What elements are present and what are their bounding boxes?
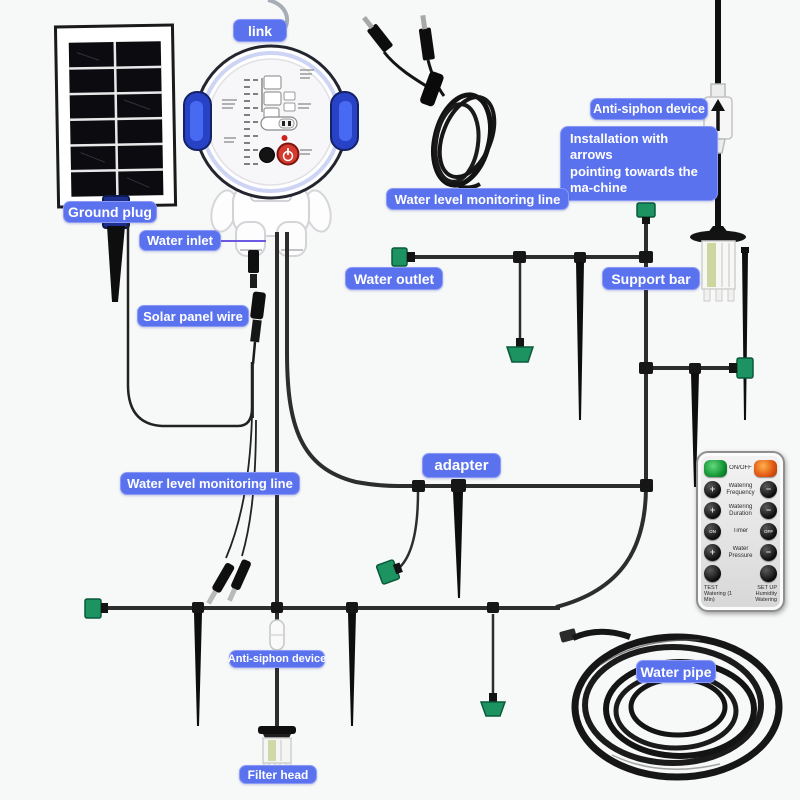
black-button-icon [259, 147, 275, 163]
ground-spikes [194, 247, 749, 726]
label-anti-siphon-device-top: Anti-siphon device [590, 98, 708, 120]
label-solar-panel-wire: Solar panel wire [137, 305, 249, 327]
remote-setup-button [760, 565, 777, 582]
inline-anti-siphon [269, 619, 285, 651]
label-water-inlet: Water inlet [139, 230, 221, 251]
status-led-icon [281, 135, 288, 141]
timer-control-panel [222, 69, 314, 166]
solar-panel [53, 23, 178, 209]
sprinkler-filter-head [690, 226, 746, 302]
power-button-icon [276, 142, 300, 166]
remote-off-button: OFF [760, 523, 777, 540]
remote-test-button [704, 565, 721, 582]
water-pipe-coil [559, 628, 783, 781]
label-water-outlet: Water outlet [345, 267, 443, 290]
remote-plus-button: + [704, 502, 721, 519]
remote-minus-button: − [760, 502, 777, 519]
astronaut-timer-device [183, 0, 359, 257]
label-monitor-line-top: Water level monitoring line [386, 188, 569, 210]
label-adapter: adapter [422, 453, 501, 478]
remote-footer-text: TEST Watering (1 Min) SET UP Humidity Wa… [704, 585, 777, 604]
label-filter-head: Filter head [239, 765, 317, 784]
remote-row-bottom [704, 563, 777, 584]
tee-fittings [192, 251, 701, 613]
remote-power-row: ON/OFF [704, 458, 777, 479]
label-link: link [233, 19, 287, 42]
remote-on-button: ON [704, 523, 721, 540]
remote-row-timer: ON Timer OFF [704, 521, 777, 542]
headphone-icon [183, 91, 359, 151]
label-monitor-line-bottom: Water level monitoring line [120, 472, 300, 495]
remote-power-on-button [704, 460, 727, 477]
label-support-bar: Support bar [602, 267, 700, 290]
power-cable [362, 14, 497, 190]
drippers [84, 202, 754, 717]
remote-minus-button: − [760, 481, 777, 498]
label-installation-note: Installation with arrows pointing toward… [560, 126, 718, 201]
water-level-probes [206, 362, 257, 605]
label-water-pipe: Water pipe [636, 660, 716, 683]
remote-power-off-button [754, 460, 777, 477]
remote-power-label: ON/OFF [729, 465, 752, 472]
remote-plus-button: + [704, 481, 721, 498]
label-anti-siphon-device-bottom: Anti-siphon device [228, 650, 326, 668]
solar-panel-wire [126, 215, 254, 428]
remote-plus-button: + [704, 544, 721, 561]
label-ground-plug: Ground plug [63, 201, 157, 223]
filter-head [258, 726, 296, 772]
remote-minus-button: − [760, 544, 777, 561]
inline-connectors [248, 250, 266, 365]
